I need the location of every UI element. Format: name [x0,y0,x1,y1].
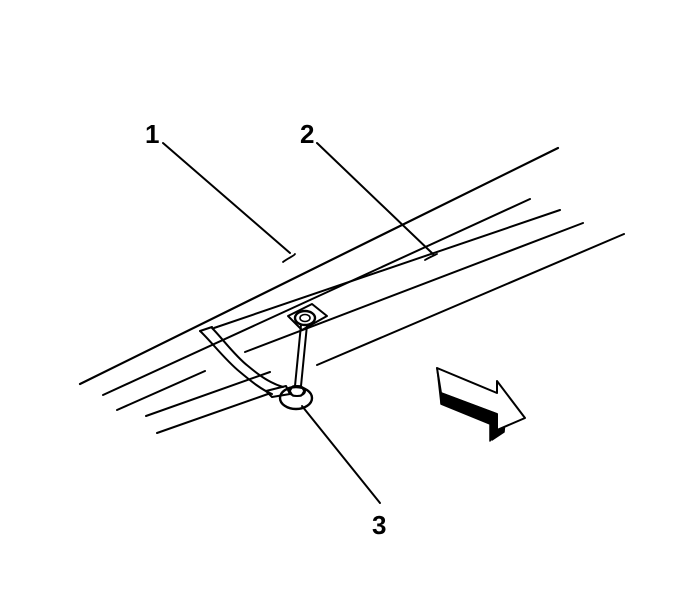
rail-bottom-edge [156,393,269,434]
wiring-harness [199,327,291,398]
arrow-bottom-band [440,392,498,442]
fastener-mark-2 [424,253,438,261]
ring-terminal-outer [278,385,314,411]
clip-head [293,309,317,327]
rail-end-cut [199,326,213,332]
rail-web-upper [116,370,206,411]
leader-lines [162,142,434,504]
leader-line-3 [301,405,381,504]
leader-line-1 [162,142,291,254]
clip-pocket [287,303,328,331]
rail-fastener-marks [282,253,438,263]
rail-web-upper-right [213,209,561,329]
ring-terminal-nut [289,385,305,397]
clip-stem-right [300,324,308,387]
harness-end-sleeve [265,385,291,398]
frame-rail [78,146,625,434]
callout-2-label: 2 [300,119,314,149]
clip-head-inner [299,313,311,323]
harness-strap-outer [199,330,273,395]
rail-web-middle-right [244,222,584,353]
callout-1-label: 1 [145,119,159,149]
clip-stem-left [294,324,302,387]
fastener-mark-1 [282,253,296,263]
front-arrow-icon [436,367,526,442]
ring-terminal [278,385,314,411]
leader-line-2 [316,142,434,255]
rail-bottom-edge-right [316,233,625,366]
callout-3-label: 3 [372,510,386,540]
retaining-clip [287,303,328,387]
harness-strap-inner [211,327,284,388]
rail-top-edge [78,146,560,386]
rail-top-inner-edge [102,198,531,396]
rail-web-middle [145,371,271,417]
